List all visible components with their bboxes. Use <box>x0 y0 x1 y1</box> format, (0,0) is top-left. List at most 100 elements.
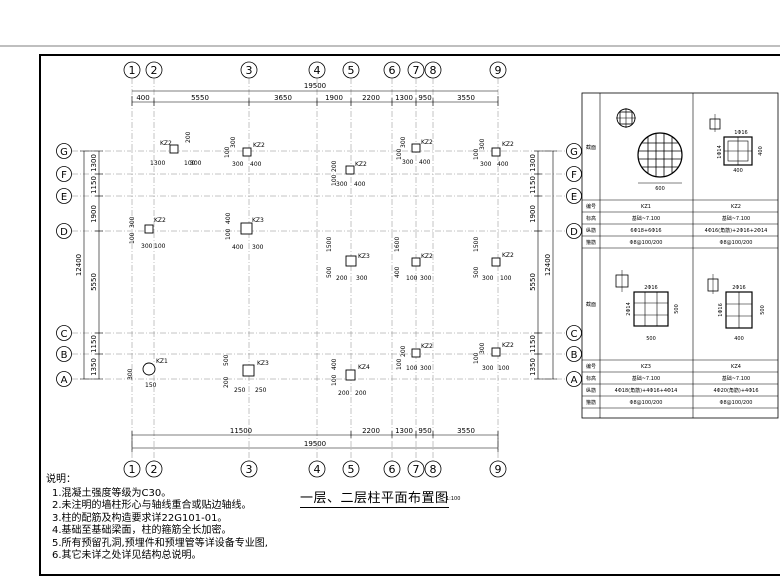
svg-text:1300: 1300 <box>150 160 165 167</box>
schedule-long-label-2: 纵筋 <box>586 387 596 394</box>
svg-text:400: 400 <box>331 358 338 370</box>
svg-text:1600: 1600 <box>394 237 401 252</box>
right-dim-seg-2: 1150 <box>529 176 537 194</box>
svg-text:7: 7 <box>413 463 420 476</box>
svg-text:1: 1 <box>129 463 136 476</box>
kz2-long: 4Φ16(角筋)+2Φ16+2Φ14 <box>705 227 768 234</box>
svg-text:E: E <box>61 192 67 203</box>
kz4-long: 4Φ20(角筋)+4Φ16 <box>713 387 758 394</box>
svg-text:300: 300 <box>141 243 153 250</box>
svg-text:G: G <box>570 147 578 158</box>
notes-block: 说明： 1.混凝土强度等级为C30。 2.未注明的墙柱形心与轴线重合或贴边轴线。… <box>46 470 326 562</box>
bottom-dim-seg-4: 950 <box>418 427 431 435</box>
svg-text:F: F <box>571 170 577 181</box>
svg-text:100: 100 <box>224 146 231 158</box>
svg-text:100: 100 <box>129 232 136 244</box>
svg-text:300: 300 <box>479 138 486 150</box>
svg-text:300: 300 <box>190 160 202 167</box>
svg-text:E: E <box>571 192 577 203</box>
kz3-stirrup: Φ8@100/200 <box>630 400 663 406</box>
svg-text:KZ2: KZ2 <box>421 139 433 146</box>
svg-text:400: 400 <box>225 212 232 224</box>
svg-text:400: 400 <box>497 161 509 168</box>
column-kz3: KZ3 500 200 250 250 <box>223 354 269 394</box>
top-dim-seg-6: 1300 <box>395 94 413 102</box>
svg-text:200: 200 <box>185 131 192 143</box>
svg-text:8: 8 <box>430 64 437 77</box>
axis-bubble-5-bottom: 5 <box>342 460 360 478</box>
svg-text:100: 100 <box>331 374 338 386</box>
schedule-elev-label-2: 标高 <box>586 375 596 382</box>
svg-text:KZ2: KZ2 <box>421 253 433 260</box>
svg-text:KZ3: KZ3 <box>252 217 264 224</box>
axis-bubble-3-bottom: 3 <box>240 460 258 478</box>
column-kz2: KZ2 100 300 300 100 <box>473 342 514 372</box>
axis-bubble-3-top: 3 <box>240 61 258 79</box>
column-kz1: KZ1 300 150 <box>127 358 168 389</box>
axis-bubble-C-right: C <box>566 325 582 341</box>
axis-bubble-G-right: G <box>566 143 582 159</box>
svg-text:300: 300 <box>480 161 492 168</box>
svg-text:1Φ14: 1Φ14 <box>717 145 723 158</box>
kz2-stirrup: Φ8@100/200 <box>720 240 753 246</box>
vertical-axis-lines <box>131 78 499 462</box>
svg-text:200: 200 <box>336 275 348 282</box>
axis-bubble-1-top: 1 <box>123 61 141 79</box>
top-dim-seg-1: 400 <box>136 94 149 102</box>
drawing-title: 一层、二层柱平面布置图 <box>300 487 449 508</box>
column-kz2: KZ2 100 200 300 400 <box>331 160 367 188</box>
svg-text:F: F <box>61 170 67 181</box>
top-dimension-chain: 19500 400 5550 3650 1900 2200 1300 950 3… <box>131 82 499 106</box>
svg-text:C: C <box>571 329 578 340</box>
axis-bubble-A-right: A <box>566 371 582 387</box>
top-axis-bubbles: 1 2 3 4 5 6 7 8 9 <box>123 61 507 79</box>
column-kz2: KZ2 100 200 100 300 <box>396 343 433 372</box>
columns-layer: KZ2 1300 100 300 200 KZ2 100 300 300 400… <box>127 131 514 397</box>
svg-text:400: 400 <box>394 266 401 278</box>
svg-text:100: 100 <box>184 160 196 167</box>
schedule-elev-label-1: 标高 <box>586 215 596 222</box>
svg-text:2: 2 <box>151 64 158 77</box>
schedule-section-label-1: 截面 <box>586 144 596 151</box>
kz4-section: 2Φ16 1Φ16 400 500 <box>707 274 766 342</box>
svg-text:D: D <box>60 227 68 238</box>
left-total-dim: 12400 <box>75 254 83 276</box>
axis-bubble-7-bottom: 7 <box>407 460 425 478</box>
axis-bubble-2-bottom: 2 <box>145 460 163 478</box>
svg-text:100: 100 <box>154 243 166 250</box>
svg-text:A: A <box>571 375 578 386</box>
axis-bubble-8-bottom: 8 <box>424 460 442 478</box>
note-item: 4.基础至基础梁面，柱的箍筋全长加密。 <box>52 525 232 537</box>
axis-bubble-4-top: 4 <box>308 61 326 79</box>
svg-text:100: 100 <box>406 365 418 372</box>
column-kz3: KZ3 400 100 400 300 <box>225 212 264 251</box>
column-kz2: KZ2 1500 500 300 100 <box>473 237 514 282</box>
svg-text:D: D <box>570 227 578 238</box>
kz1-name: KZ1 <box>641 204 651 210</box>
left-dim-seg-1: 1300 <box>90 154 98 172</box>
svg-text:300: 300 <box>129 216 136 228</box>
svg-text:400: 400 <box>733 168 743 174</box>
left-dim-seg-6: 1350 <box>90 358 98 376</box>
right-total-dim: 12400 <box>544 254 552 276</box>
svg-text:6: 6 <box>389 64 396 77</box>
top-dim-seg-2: 5550 <box>191 94 209 102</box>
top-dim-seg-4: 1900 <box>325 94 343 102</box>
axis-bubble-A-left: A <box>56 371 72 387</box>
kz3-name: KZ3 <box>641 364 651 370</box>
svg-text:B: B <box>571 350 578 361</box>
bottom-dim-seg-2: 2200 <box>362 427 380 435</box>
right-dim-seg-6: 1350 <box>529 358 537 376</box>
svg-text:2: 2 <box>151 463 158 476</box>
axis-bubble-G-left: G <box>56 143 72 159</box>
top-dim-seg-5: 2200 <box>362 94 380 102</box>
svg-text:300: 300 <box>252 244 264 251</box>
schedule-section-label-2: 截面 <box>586 301 596 308</box>
axis-bubble-D-right: D <box>566 223 582 239</box>
axis-bubble-D-left: D <box>56 223 72 239</box>
svg-text:1: 1 <box>129 64 136 77</box>
bottom-dimension-chain: 11500 2200 1300 950 3550 19500 <box>131 427 499 452</box>
svg-text:2Φ16: 2Φ16 <box>732 285 745 291</box>
note-item: 2.未注明的墙柱形心与轴线重合或贴边轴线。 <box>52 500 252 512</box>
